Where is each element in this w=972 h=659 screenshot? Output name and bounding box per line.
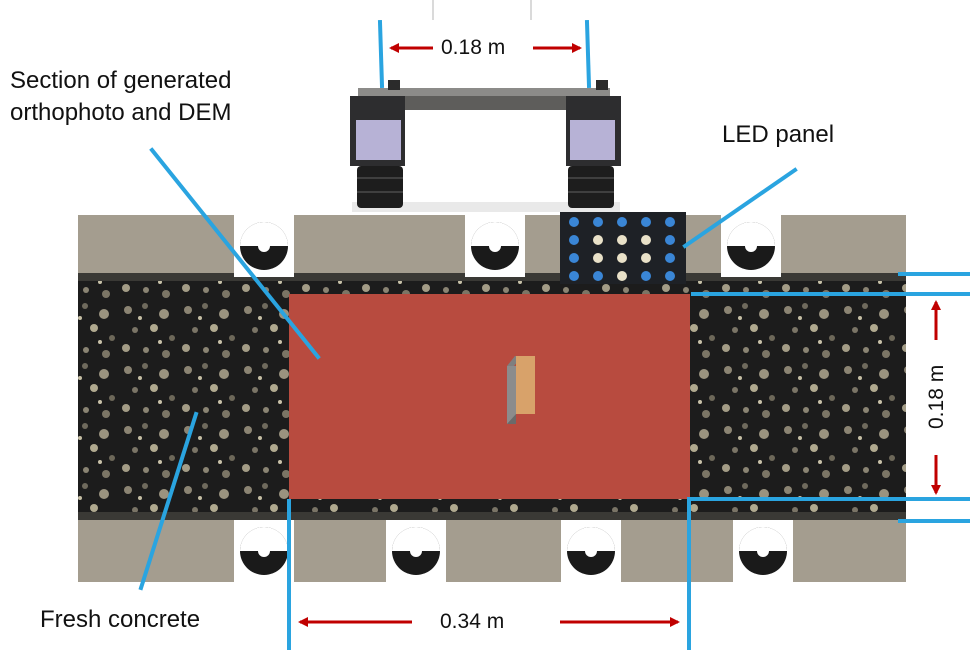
- gauge-block-icon: [507, 356, 535, 424]
- calibration-target-icon: [386, 520, 446, 582]
- calibration-target-icon: [465, 215, 525, 277]
- camera-baseline-dimension: 0.18 m: [441, 36, 506, 60]
- calibration-target-icon: [721, 215, 781, 277]
- orthophoto-dem-section: [289, 294, 690, 499]
- top-guide-lines: [432, 0, 532, 20]
- calibration-target-icon: [234, 215, 294, 277]
- led-panel-icon: [560, 212, 686, 284]
- section-label-line2: orthophoto and DEM: [10, 99, 232, 126]
- calibration-target-icon: [561, 520, 621, 582]
- section-height-dimension: 0.18 m: [925, 364, 949, 429]
- dimension-arrows: [298, 43, 941, 627]
- section-width-dimension: 0.34 m: [440, 610, 505, 634]
- camera-icon: [350, 80, 621, 212]
- leader-lines: [138, 19, 970, 650]
- fresh-concrete-label: Fresh concrete: [40, 606, 201, 633]
- calibration-target-icon: [234, 520, 294, 582]
- calibration-target-icon: [733, 520, 793, 582]
- section-label-line1: Section of generated: [10, 67, 232, 94]
- led-panel-label: LED panel: [722, 121, 835, 148]
